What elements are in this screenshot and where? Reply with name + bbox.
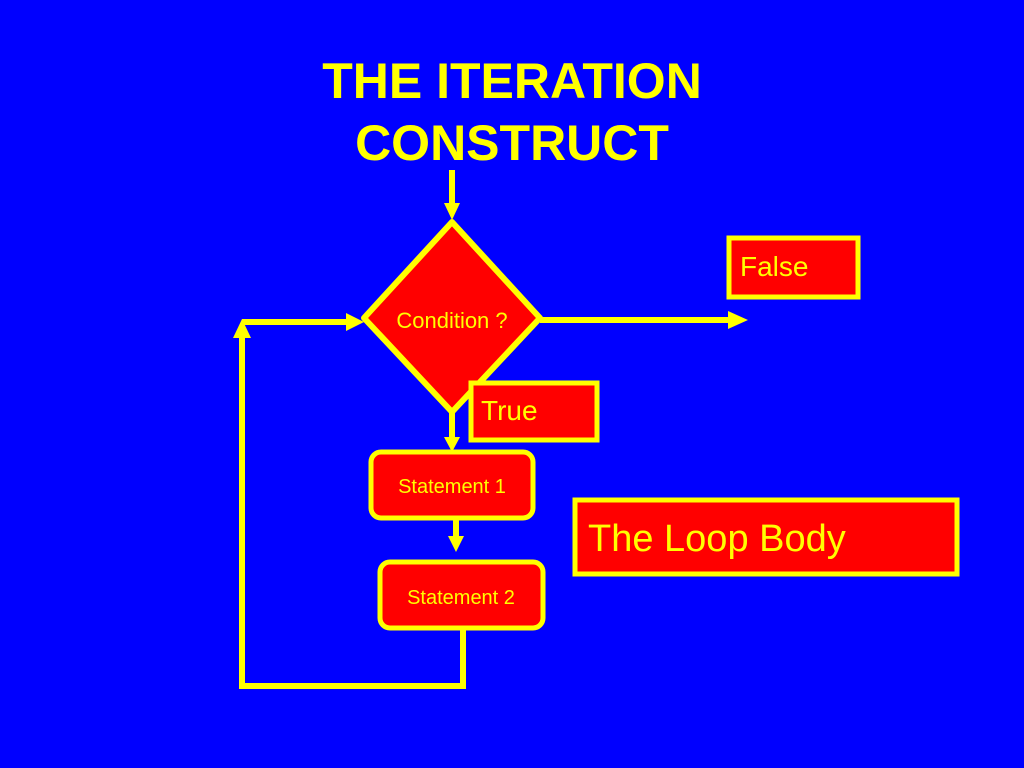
- false-exit-arrow: [540, 311, 748, 329]
- statement-2-box: Statement 2: [377, 559, 546, 631]
- loop-body-label-box: The Loop Body: [572, 497, 960, 577]
- true-label-box: True: [468, 380, 600, 443]
- statement-1-box: Statement 1: [368, 449, 536, 521]
- true-branch-arrow: [444, 412, 460, 452]
- title-line-1: THE ITERATION: [322, 53, 702, 109]
- condition-label: Condition ?: [396, 308, 507, 333]
- slide-title: THE ITERATION CONSTRUCT: [0, 50, 1024, 174]
- statement-1-label: Statement 1: [398, 476, 506, 498]
- false-label-box: False: [726, 235, 861, 300]
- title-line-2: CONSTRUCT: [355, 115, 669, 171]
- loop-back-arrow: [233, 313, 466, 689]
- statement-2-label: Statement 2: [407, 587, 515, 609]
- sequence-arrow: [448, 518, 464, 552]
- false-label: False: [740, 251, 808, 282]
- loop-body-label: The Loop Body: [588, 518, 846, 560]
- entry-arrow: [444, 170, 460, 220]
- true-label: True: [481, 395, 538, 426]
